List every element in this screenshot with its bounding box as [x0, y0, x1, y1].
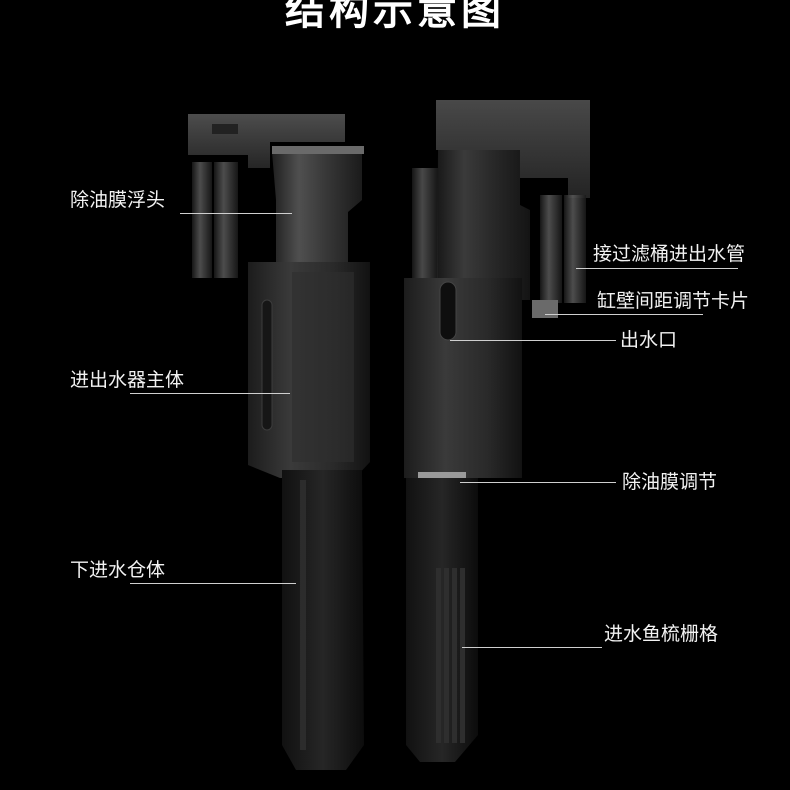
label-main-body: 进出水器主体: [70, 369, 185, 391]
leader-main-body: [130, 393, 290, 394]
right-hanger-cap: [436, 100, 590, 198]
leader-filter-pipe: [576, 268, 738, 269]
label-skimmer-float: 除油膜浮头: [70, 189, 166, 211]
label-spacing-clip: 缸壁间距调节卡片: [597, 290, 750, 312]
label-skimmer-adjust: 除油膜调节: [622, 471, 718, 493]
right-lower-chamber: [406, 478, 478, 762]
label-inlet-grille: 进水鱼梳栅格: [604, 623, 719, 645]
left-body-slot: [261, 299, 273, 431]
right-unit: [404, 100, 590, 762]
leader-outlet: [450, 340, 616, 341]
spacing-clip: [532, 300, 558, 318]
right-tube-c: [564, 195, 586, 303]
skimmer-rim: [272, 146, 364, 154]
right-main-body: [404, 278, 522, 478]
outlet-port: [439, 281, 457, 341]
skimmer-adjust-slider: [418, 472, 466, 480]
left-cap-vent: [212, 124, 238, 134]
leader-inlet-grille: [462, 647, 602, 648]
left-body-panel: [292, 272, 354, 462]
left-tube-b: [214, 162, 238, 278]
label-outlet: 出水口: [620, 329, 678, 351]
diagram-title: 结构示意图: [285, 0, 505, 34]
leader-skimmer-float: [180, 213, 292, 214]
left-unit: [188, 114, 370, 770]
label-filter-pipe: 接过滤桶进出水管: [593, 243, 746, 265]
right-tube-a: [412, 168, 438, 278]
skimmer-float: [272, 152, 362, 270]
left-tube-a: [192, 162, 212, 278]
label-lower-chamber: 下进水仓体: [70, 559, 166, 581]
right-tube-b: [540, 195, 562, 303]
leader-lower-chamber: [130, 583, 296, 584]
left-chamber-ridge: [300, 480, 306, 750]
inlet-grille: [436, 568, 465, 743]
leader-skimmer-adjust: [460, 482, 616, 483]
left-lower-chamber: [282, 470, 364, 770]
leader-spacing-clip: [545, 314, 703, 315]
